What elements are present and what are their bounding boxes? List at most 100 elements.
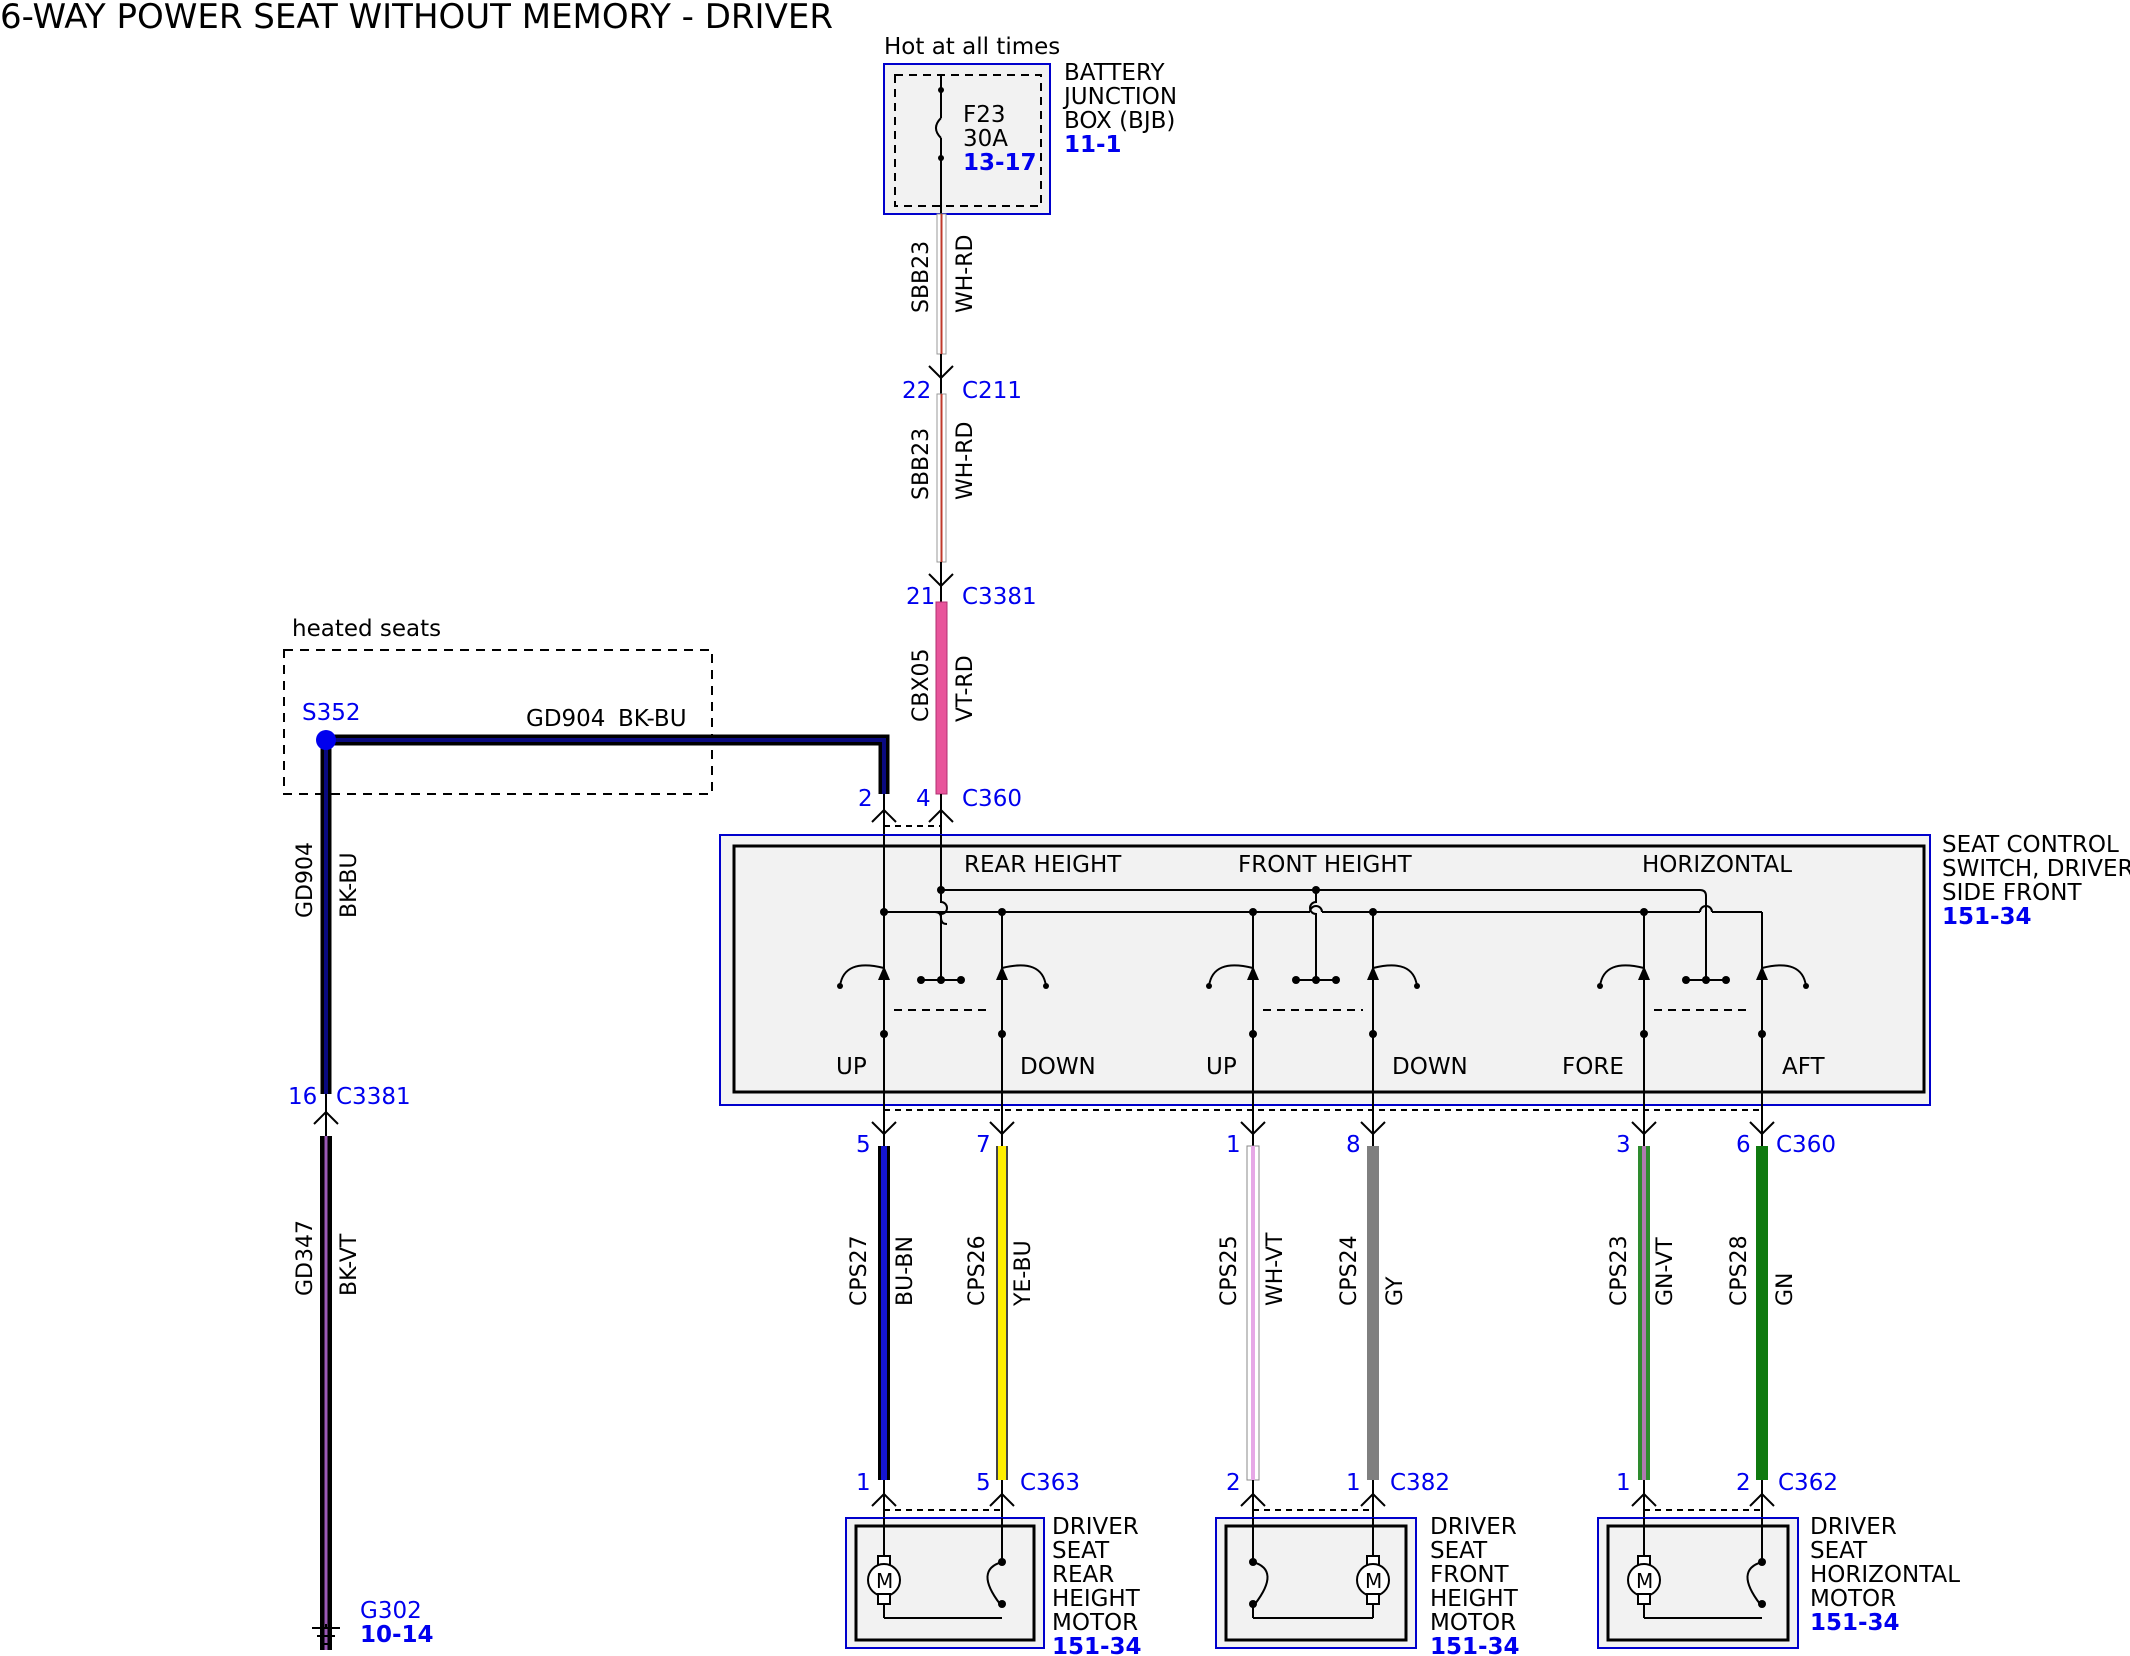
wire-sbb23-lower: SBB23 WH-RD (909, 378, 978, 588)
horizontal-motor-line-1: DRIVER (1810, 1514, 1897, 1540)
cps25-circuit: CPS25 (1217, 1235, 1242, 1306)
sbb23-lower-circuit: SBB23 (909, 428, 934, 500)
section-front-height: FRONT HEIGHT (1238, 852, 1413, 878)
switch-name-line-3: SIDE FRONT (1942, 880, 2082, 906)
c360-top-pin-2: 2 (858, 786, 873, 812)
c211-pin: 22 (902, 378, 931, 404)
wire-gd904-vertical: GD904 BK-BU (293, 740, 362, 1094)
c382-pin-1: 1 (1346, 1470, 1361, 1496)
svg-text:M: M (876, 1569, 893, 1593)
front-motor-line-2: SEAT (1430, 1538, 1488, 1564)
c211-name: C211 (962, 378, 1022, 404)
c382-pin-2: 2 (1226, 1470, 1241, 1496)
heated-seats-dashed-box (283, 649, 713, 795)
front-motor-line-5: MOTOR (1430, 1610, 1516, 1636)
rear-motor-line-3: REAR (1052, 1562, 1114, 1588)
section-horizontal: HORIZONTAL (1642, 852, 1792, 878)
pos-down-2: DOWN (1392, 1054, 1468, 1080)
svg-text:M: M (1636, 1569, 1653, 1593)
rear-motor-line-4: HEIGHT (1052, 1586, 1141, 1612)
hot-at-all-times-label: Hot at all times (884, 34, 1060, 60)
battery-junction-box: Hot at all times F23 30A 13-17 BATTERY J… (883, 34, 1177, 215)
cbx05-circuit: CBX05 (909, 648, 934, 722)
c3381-top-pin: 21 (906, 584, 935, 610)
connector-c3381-top: 21 C3381 (906, 584, 1037, 610)
fuse-rating: 30A (963, 126, 1008, 152)
horizontal-motor-line-3: HORIZONTAL (1810, 1562, 1960, 1588)
wire-cps24: CPS24 GY (1337, 1146, 1408, 1480)
c360-pin-1: 1 (1226, 1132, 1241, 1158)
cps28-circuit: CPS28 (1727, 1235, 1752, 1306)
cps23-circuit: CPS23 (1607, 1235, 1632, 1306)
bjb-name-line-2: JUNCTION (1062, 84, 1177, 110)
wire-cps26: CPS26 YE-BU (965, 1146, 1036, 1480)
gd904-v-circuit: GD904 (293, 842, 318, 918)
cps24-circuit: CPS24 (1337, 1235, 1362, 1306)
pos-fore: FORE (1562, 1054, 1624, 1080)
c382-name: C382 (1390, 1470, 1450, 1496)
switch-ref: 151-34 (1942, 904, 2032, 930)
rear-motor-line-2: SEAT (1052, 1538, 1110, 1564)
c363-pin-5: 5 (976, 1470, 991, 1496)
cps28-color: GN (1773, 1272, 1798, 1306)
ground-ref: 10-14 (360, 1622, 434, 1648)
c360-pin-8: 8 (1346, 1132, 1361, 1158)
cps27-circuit: CPS27 (847, 1235, 872, 1306)
sbb23-upper-circuit: SBB23 (909, 241, 934, 313)
heated-seats-label: heated seats (292, 616, 441, 642)
front-motor-line-3: FRONT (1430, 1562, 1510, 1588)
fuse-id: F23 (963, 102, 1006, 128)
c360-bottom-name: C360 (1776, 1132, 1836, 1158)
wire-cps27: CPS27 BU-BN (847, 1146, 918, 1480)
connector-c211: 22 C211 (902, 378, 1022, 404)
switch-inner-outline (732, 844, 1926, 1094)
wire-cps28: CPS28 GN (1727, 1146, 1798, 1480)
gd904-h-color: BK-BU (618, 706, 687, 732)
horizontal-motor-ref: 151-34 (1810, 1610, 1900, 1636)
wire-gd347: GD347 BK-VT (293, 1136, 362, 1650)
ground-g302: G302 10-14 (312, 1598, 434, 1648)
rear-motor-line-5: MOTOR (1052, 1610, 1138, 1636)
pos-up-1: UP (836, 1054, 867, 1080)
connector-c360-bottom: 5 7 1 8 3 6 C360 (856, 1109, 1836, 1158)
c363-pin-1: 1 (856, 1470, 871, 1496)
heated-seats-group: heated seats S352 (283, 616, 713, 795)
gd904-v-color: BK-BU (337, 852, 362, 918)
c3381-left-pin: 16 (288, 1084, 317, 1110)
cps25-color: WH-VT (1263, 1232, 1288, 1306)
switch-name-line-2: SWITCH, DRIVER (1942, 856, 2130, 882)
fuse-ref: 13-17 (963, 150, 1037, 176)
cbx05-color: VT-RD (953, 655, 978, 722)
connector-c360-top: 2 4 C360 (858, 786, 1022, 835)
c360-pin-3: 3 (1616, 1132, 1631, 1158)
c360-pin-6: 6 (1736, 1132, 1751, 1158)
horizontal-motor-line-2: SEAT (1810, 1538, 1868, 1564)
gd347-circuit: GD347 (293, 1220, 318, 1296)
switch-junction-dots (837, 886, 1809, 1038)
c360-pin-7: 7 (976, 1132, 991, 1158)
splice-s352-dot (316, 730, 336, 750)
pos-aft: AFT (1782, 1054, 1826, 1080)
cps26-circuit: CPS26 (965, 1235, 990, 1306)
pos-down-1: DOWN (1020, 1054, 1096, 1080)
c362-pin-1: 1 (1616, 1470, 1631, 1496)
cps27-color: BU-BN (893, 1236, 918, 1306)
motor-connectors: 1 5 C363 2 1 C382 1 2 C362 (856, 1470, 1838, 1518)
gd904-h-circuit: GD904 (526, 706, 605, 732)
c3381-left-name: C3381 (336, 1084, 411, 1110)
bjb-inner-dashed (894, 74, 1042, 207)
gd347-color: BK-VT (337, 1233, 362, 1296)
rear-motor-ref: 151-34 (1052, 1634, 1142, 1656)
rear-height-motor: M DRIVER SEAT REAR HEIGHT MOTOR 151-34 (845, 1514, 1142, 1656)
splice-s352-label: S352 (302, 700, 361, 726)
front-motor-ref: 151-34 (1430, 1634, 1520, 1656)
cps26-color: YE-BU (1011, 1240, 1036, 1307)
svg-text:M: M (1365, 1569, 1382, 1593)
seat-control-switch: SEAT CONTROL SWITCH, DRIVER SIDE FRONT 1… (719, 832, 2130, 1124)
c3381-top-name: C3381 (962, 584, 1037, 610)
wire-cbx05: CBX05 VT-RD (909, 586, 978, 795)
sbb23-upper-color: WH-RD (953, 235, 978, 313)
sbb23-lower-color: WH-RD (953, 422, 978, 500)
wire-cps23: CPS23 GN-VT (1607, 1146, 1678, 1480)
